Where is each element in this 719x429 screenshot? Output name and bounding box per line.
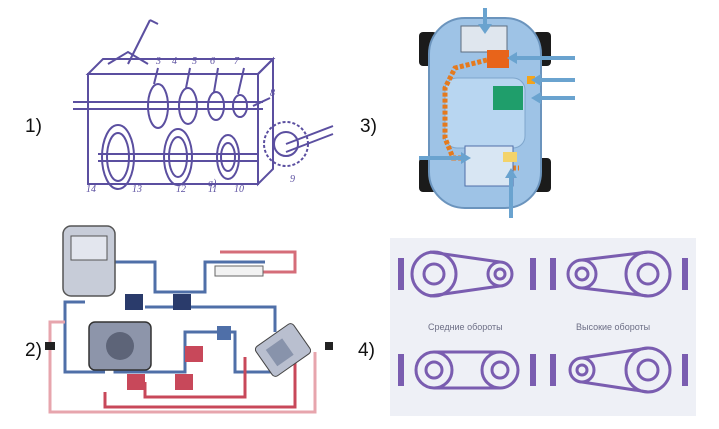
svg-text:10: 10 xyxy=(234,184,244,195)
car-topview-diagram xyxy=(415,8,585,218)
svg-text:а): а) xyxy=(208,178,217,189)
caption-middle-rpm: Средние обороты xyxy=(428,322,503,332)
svg-text:5: 5 xyxy=(192,56,197,67)
hydraulic-schematic xyxy=(45,222,337,418)
caption-high-rpm: Высокие обороты xyxy=(576,322,650,332)
svg-text:11: 11 xyxy=(208,184,217,195)
svg-text:4: 4 xyxy=(172,56,177,67)
label-4: 4) xyxy=(358,340,375,361)
svg-text:3: 3 xyxy=(155,56,161,67)
label-3: 3) xyxy=(360,116,377,137)
variator-diagram: Средние обороты Высокие обороты xyxy=(390,238,696,416)
label-1: 1) xyxy=(25,116,42,137)
svg-text:12: 12 xyxy=(176,184,186,195)
svg-text:8: 8 xyxy=(270,88,275,99)
svg-text:13: 13 xyxy=(132,184,142,195)
svg-text:6: 6 xyxy=(210,56,215,67)
svg-text:9: 9 xyxy=(290,174,295,185)
svg-text:14: 14 xyxy=(86,184,96,195)
svg-text:7: 7 xyxy=(234,56,240,67)
label-2: 2) xyxy=(25,340,42,361)
